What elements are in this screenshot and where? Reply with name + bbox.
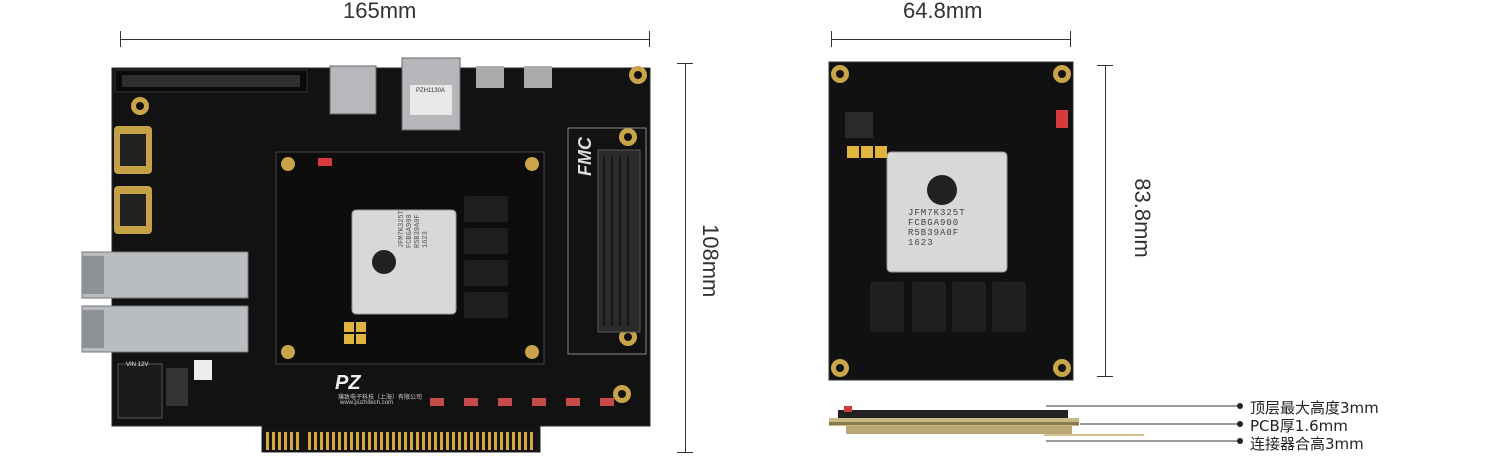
main-height-tick-top bbox=[677, 63, 693, 64]
chip-line: JFM7K325T bbox=[398, 210, 406, 248]
chip-line: FCBGA900 bbox=[406, 214, 414, 248]
module-height-line bbox=[1105, 65, 1106, 377]
vin-label: VIN 12V bbox=[126, 362, 149, 368]
main-height-tick-bottom bbox=[677, 452, 693, 453]
annot-connector-height: 连接器合高3mm bbox=[1250, 435, 1364, 453]
annot-dot-top bbox=[1237, 403, 1243, 409]
module-height-tick-top bbox=[1097, 65, 1113, 66]
annot-dot-pcb bbox=[1237, 421, 1243, 427]
chip-line: JFM7K325T bbox=[908, 208, 966, 218]
module-width-line bbox=[831, 39, 1071, 40]
module-chip-marking: JFM7K325T FCBGA900 R5B39A0F 1623 bbox=[908, 208, 966, 248]
chip-line: 1623 bbox=[908, 238, 934, 248]
main-width-line bbox=[120, 39, 650, 40]
website-label: www.puzhitech.com bbox=[340, 400, 394, 406]
annot-top-height: 顶层最大高度3mm bbox=[1250, 399, 1379, 417]
chip-line: FCBGA900 bbox=[908, 218, 960, 228]
fmc-label: FMC bbox=[575, 137, 595, 176]
module-height-tick-bottom bbox=[1097, 376, 1113, 377]
chip-line: R5B39A0F bbox=[414, 214, 422, 248]
module-width-tick-right bbox=[1070, 31, 1071, 47]
chip-line: 1623 bbox=[422, 231, 430, 248]
main-width-label: 165mm bbox=[343, 0, 417, 23]
annot-dot-connector bbox=[1237, 438, 1243, 444]
module-width-tick-left bbox=[831, 31, 832, 47]
module-width-label: 64.8mm bbox=[903, 0, 983, 23]
rj45-model: PZH1130A bbox=[416, 88, 445, 94]
brand-logo: PZ bbox=[335, 372, 361, 394]
main-width-tick-left bbox=[120, 31, 121, 47]
chip-line: R5B39A0F bbox=[908, 228, 960, 238]
main-width-tick-right bbox=[649, 31, 650, 47]
carrier-chip-marking: JFM7K325T FCBGA900 R5B39A0F 1623 bbox=[398, 210, 430, 248]
company-name: 璞致电子科技（上海）有限公司 bbox=[338, 394, 423, 401]
annot-pcb-thickness: PCB厚1.6mm bbox=[1250, 417, 1348, 435]
main-height-line bbox=[685, 63, 686, 453]
